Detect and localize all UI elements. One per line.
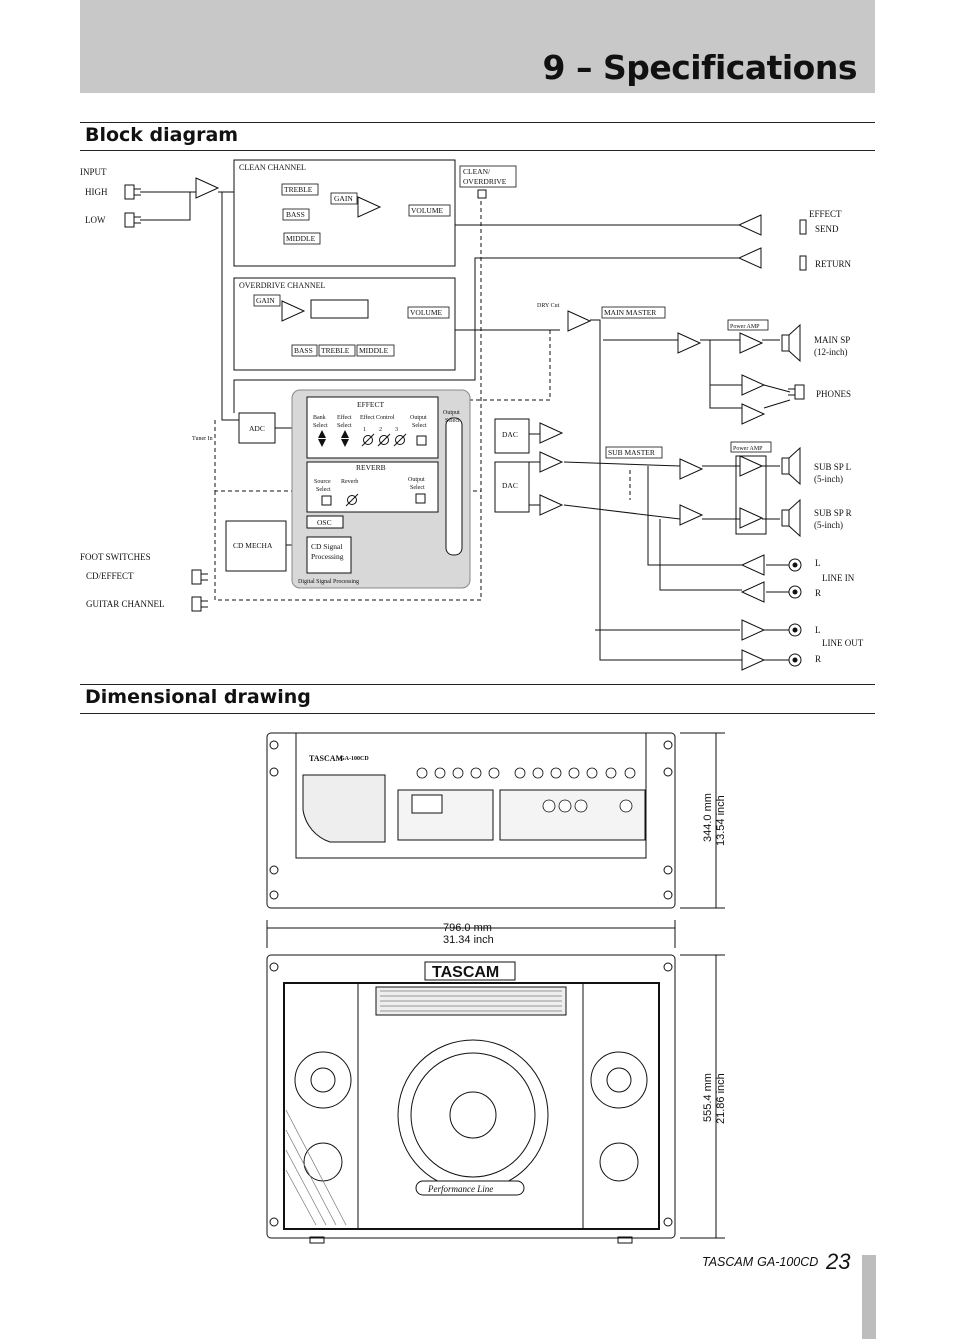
section-rule [80,713,875,714]
overdrive-channel-title: OVERDRIVE CHANNEL [239,281,326,290]
line-in-label: LINE IN [822,573,855,583]
line-in-l: L [815,558,821,568]
depth-mm: 344.0 mm [702,793,714,842]
effect-number-1: 1 [363,427,366,433]
guitar-channel-label: GUITAR CHANNEL [86,599,165,609]
clean-volume-tag: VOLUME [411,206,443,215]
clean-bass-tag: BASS [286,210,305,219]
od-treble-tag: TREBLE [321,346,350,355]
front-logo: TASCAM [432,964,499,981]
bank-select-line2: Select [313,423,328,429]
block-diagram-title: Block diagram [85,124,239,146]
cd-signal-line1: CD Signal [311,542,342,551]
high-label: HIGH [85,187,108,197]
output-select-bar-line1: Output [443,410,460,416]
line-out-r: R [815,654,821,664]
sub-sp-r-line2: (5-inch) [814,520,843,530]
reverb-output-select-line1: Output [408,477,425,483]
line-out-l: L [815,625,821,635]
width-inch: 31.34 inch [443,934,494,946]
send-label: SEND [815,224,839,234]
sub-master-tag: SUB MASTER [608,448,655,457]
effect-label: EFFECT [809,209,842,219]
effect-number-3: 3 [395,427,398,433]
main-master-tag: MAIN MASTER [604,308,656,317]
panel-model: GA-100CD [340,756,369,762]
dimensional-drawing-title: Dimensional drawing [85,686,311,708]
input-label: INPUT [80,167,107,177]
section-rule [80,150,875,151]
osc-label: OSC [317,518,332,527]
footer-model: GA-100CD [757,1255,819,1269]
section-rule [80,684,875,685]
reverb-output-select-line2: Select [410,485,425,491]
effect-number-2: 2 [379,427,382,433]
clean-gain-tag: GAIN [334,194,353,203]
dac-lower-label: DAC [502,481,518,490]
clean-middle-tag: MIDDLE [286,234,316,243]
reverb-knob-label: Reverb [341,479,358,485]
line-out-label: LINE OUT [822,638,864,648]
effect-output-select-line1: Output [410,415,427,421]
od-middle-tag: MIDDLE [359,346,389,355]
clean-overdrive-line2: OVERDRIVE [463,177,507,186]
power-amp-main-tag: Power AMP [730,324,760,330]
dsp-label: Digital Signal Processing [298,579,359,585]
return-label: RETURN [815,259,852,269]
main-sp-line2: (12-inch) [814,347,848,357]
low-label: LOW [85,215,106,225]
effect-output-select-line2: Select [412,423,427,429]
effect-select-line1: Effect [337,414,352,421]
adc-label: ADC [249,424,265,433]
foot-switches-label: FOOT SWITCHES [80,552,151,562]
od-volume-tag: VOLUME [410,308,442,317]
effect-control-label: Effect Control [360,414,395,421]
depth-inch: 13.54 inch [715,795,727,846]
chapter-title: 9 – Specifications [542,48,858,87]
source-select-line1: Source [314,479,331,485]
phones-label: PHONES [816,389,851,399]
od-gain-tag: GAIN [256,296,275,305]
width-mm: 796.0 mm [443,922,492,934]
line-in-r: R [815,588,821,598]
reverb-block-title: REVERB [356,463,386,472]
power-amp-sub-tag: Power AMP [733,446,763,452]
sub-sp-l-line1: SUB SP L [814,462,851,472]
effect-block-title: EFFECT [357,400,385,409]
section-rule [80,122,875,123]
front-badge: Performance Line [427,1184,493,1194]
sub-sp-l-line2: (5-inch) [814,474,843,484]
page-number: 23 [826,1249,851,1274]
source-select-line2: Select [316,487,331,493]
header-band: 9 – Specifications [80,0,875,93]
od-bass-tag: BASS [294,346,313,355]
cd-signal-line2: Processing [311,552,344,561]
sub-sp-r-line1: SUB SP R [814,508,852,518]
side-tab [862,1255,876,1339]
bank-select-line1: Bank [313,415,326,421]
panel-brand: TASCAM [309,754,344,763]
clean-channel-title: CLEAN CHANNEL [239,163,306,172]
main-sp-line1: MAIN SP [814,335,850,345]
footer-brand-name: TASCAM [702,1255,754,1269]
height-mm: 555.4 mm [702,1073,714,1122]
clean-treble-tag: TREBLE [284,185,313,194]
dry-cut-label: DRY Cut [537,303,560,309]
cd-effect-label: CD/EFFECT [86,571,134,581]
cd-mecha-label: CD MECHA [233,541,273,550]
output-select-bar-line2: Select [445,418,460,424]
tuner-in-label: Tuner In [192,436,213,442]
height-inch: 21.86 inch [715,1073,727,1124]
dac-upper-label: DAC [502,430,518,439]
clean-overdrive-line1: CLEAN/ [463,167,491,176]
effect-select-line2: Select [337,423,352,429]
